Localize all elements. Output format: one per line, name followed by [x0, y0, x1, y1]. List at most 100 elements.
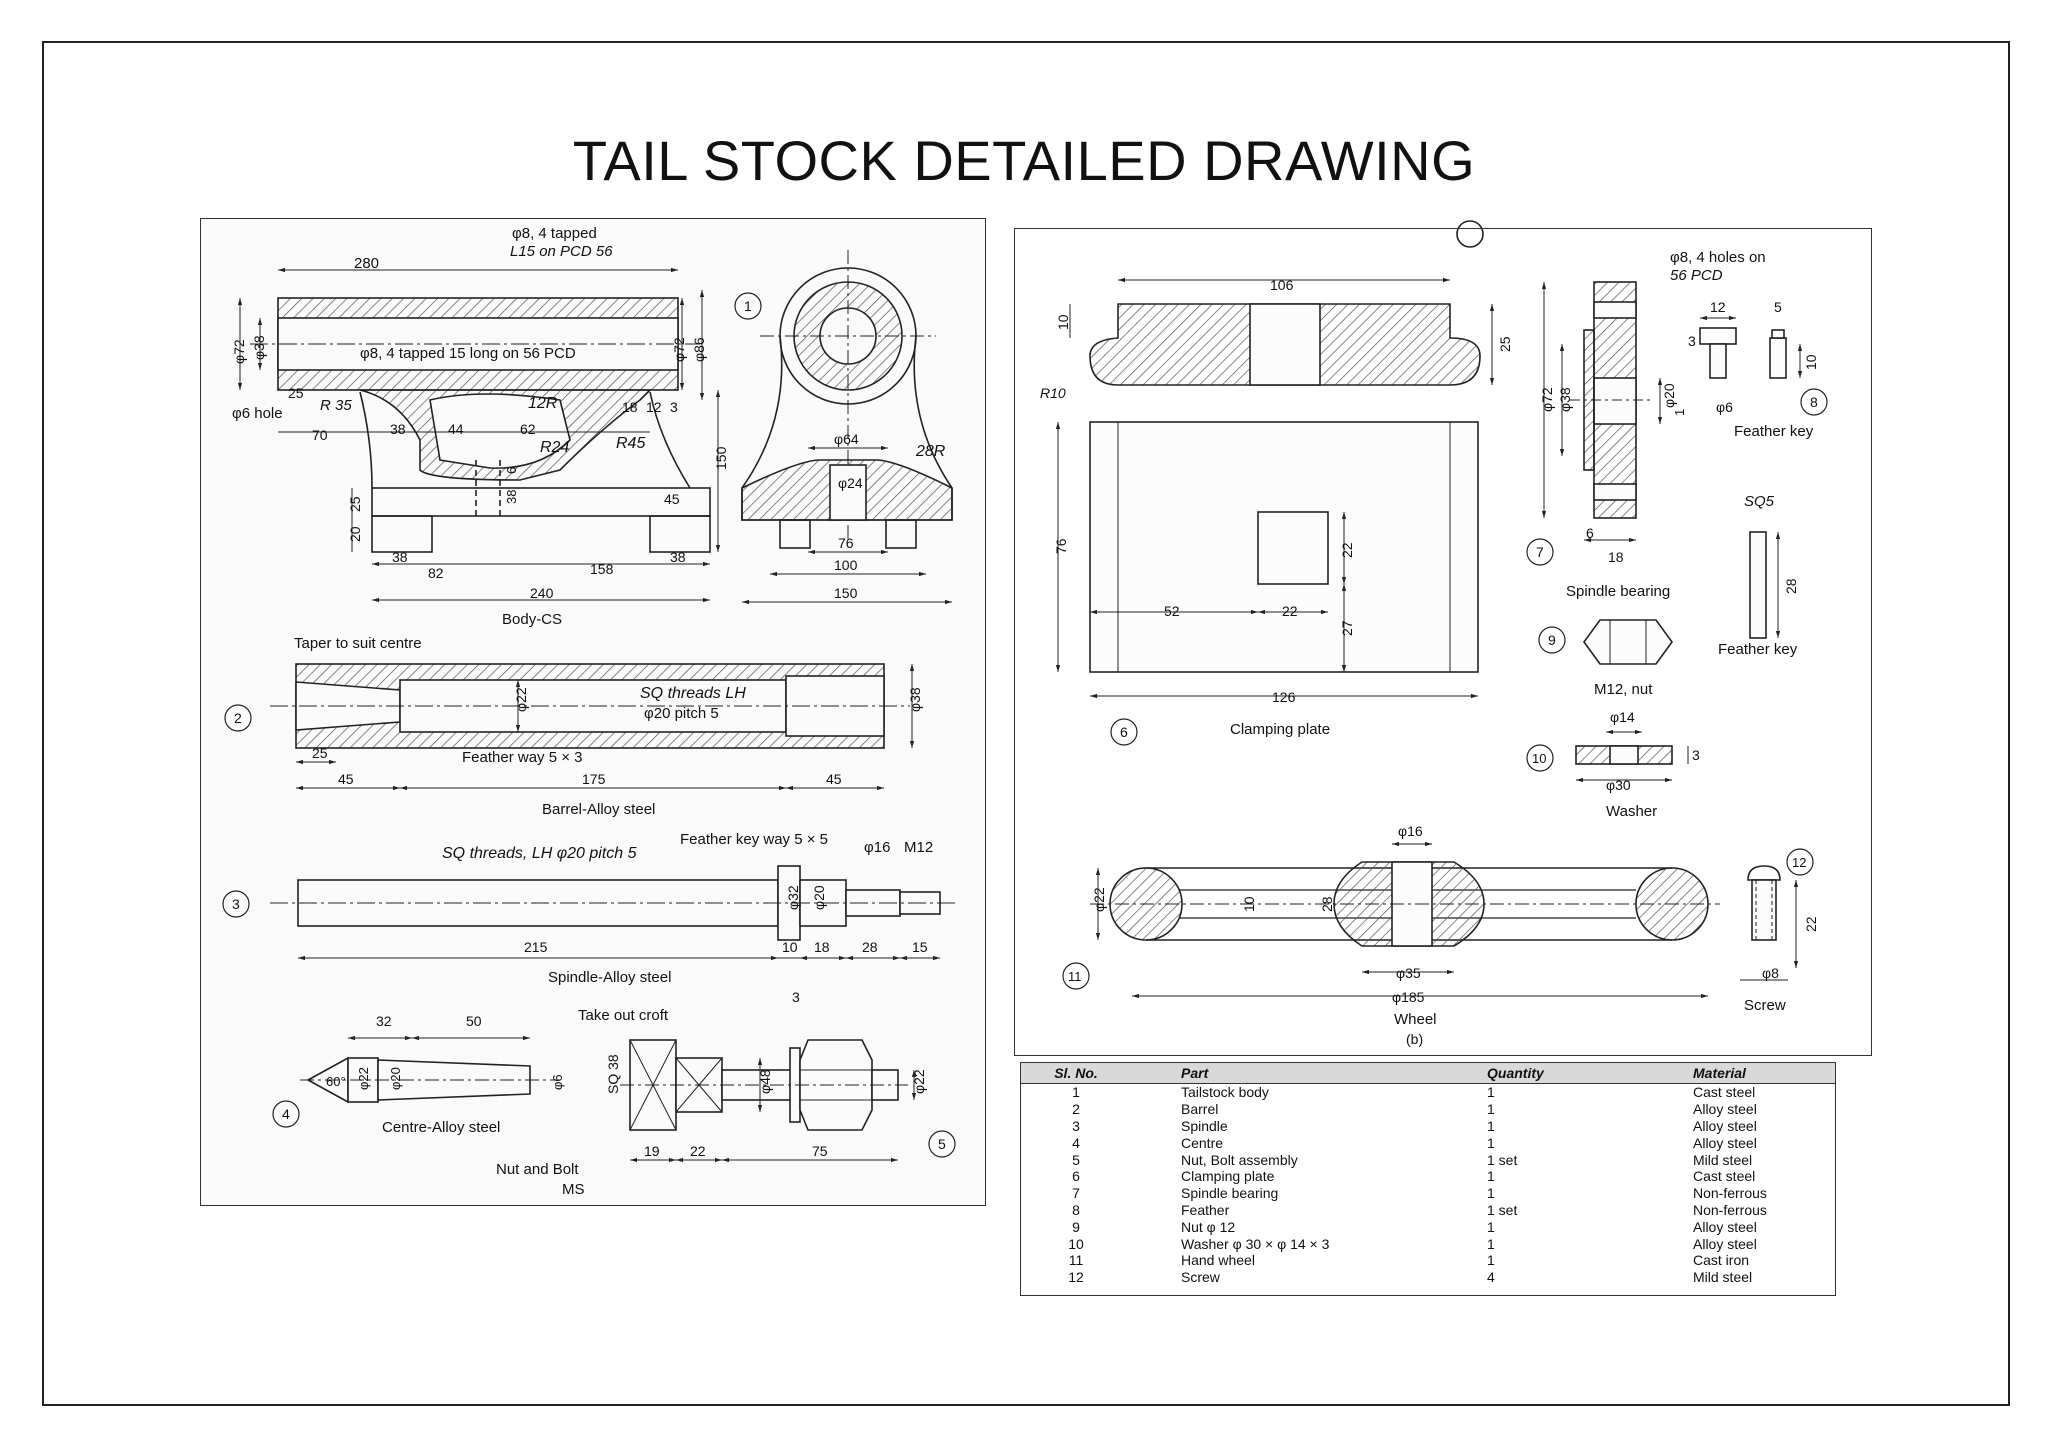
key-dim-28: 28: [1783, 578, 1799, 594]
cell-quantity: 1: [1487, 1101, 1495, 1118]
callout-circle-4: [272, 1100, 300, 1128]
nutbolt-note-croft: Take out croft: [578, 1007, 669, 1024]
callout-number-4: 4: [282, 1106, 290, 1122]
spindle-dim-d32: φ32: [785, 885, 801, 910]
key-caption-2: Feather key: [1718, 641, 1798, 658]
key-dim-10: 10: [1803, 354, 1819, 370]
bearing-note-holes: φ8, 4 holes on: [1670, 249, 1766, 266]
nutbolt-note-nut-bolt: Nut and Bolt: [496, 1161, 579, 1178]
header-quantity: Quantity: [1481, 1063, 1687, 1084]
cell-quantity: 4: [1487, 1269, 1495, 1286]
cell-quantity: 1: [1487, 1117, 1495, 1134]
body-dim-d72: φ72: [231, 339, 247, 364]
body-dim-18: 18: [622, 399, 638, 415]
cell-part: Spindle bearing: [1181, 1185, 1279, 1202]
part-10-washer: [1575, 729, 1689, 783]
cell-material: Non-ferrous: [1693, 1185, 1767, 1202]
cell-sl-no: 1: [1072, 1084, 1080, 1101]
body-dim-62: 62: [520, 421, 536, 437]
centre-caption: Centre-Alloy steel: [382, 1119, 500, 1136]
panel-b-hole-marker: [1456, 220, 1484, 248]
screw-caption: Screw: [1744, 997, 1786, 1014]
cell-part: Washer φ 30 × φ 14 × 3: [1181, 1235, 1330, 1252]
cell-material: Alloy steel: [1693, 1218, 1757, 1235]
cell-material: Mild steel: [1693, 1151, 1753, 1168]
callout-number-3: 3: [232, 896, 240, 912]
nutbolt-dim-d48: φ48: [757, 1069, 773, 1094]
part-5-nut-bolt: [620, 1039, 917, 1163]
cell-quantity: 1: [1487, 1084, 1495, 1101]
drawing-title: TAIL STOCK DETAILED DRAWING: [572, 129, 1476, 192]
barrel-note-pitch: φ20 pitch 5: [644, 705, 719, 722]
part-1-body: [237, 267, 721, 603]
part-4-centre: [300, 1035, 560, 1104]
callout-circle-10: [1526, 744, 1554, 772]
body-dim-20: 20: [347, 526, 363, 542]
plate-dim-52: 52: [1164, 603, 1180, 619]
callout-number-7: 7: [1536, 544, 1544, 560]
washer-dim-d14: φ14: [1610, 709, 1635, 725]
header-sl-no: Sl. No.: [1021, 1063, 1131, 1084]
barrel-caption: Barrel-Alloy steel: [542, 801, 655, 818]
callout-circle-2: [224, 704, 252, 732]
body-dim-d72b: φ72: [671, 337, 687, 362]
cell-part: Spindle: [1181, 1117, 1228, 1134]
cell-material: Mild steel: [1693, 1269, 1753, 1286]
washer-caption: Washer: [1606, 803, 1657, 820]
wheel-dim-d185: φ185: [1392, 989, 1425, 1005]
callout-circle-3: [222, 890, 250, 918]
callout-number-2: 2: [234, 710, 242, 726]
centre-dim-60: 60°: [326, 1074, 346, 1089]
callout-circle-11: [1062, 962, 1090, 990]
spindle-dim-215: 215: [524, 939, 548, 955]
bearing-caption: Spindle bearing: [1566, 583, 1670, 600]
key-dim-sq5: SQ5: [1744, 493, 1775, 510]
cell-sl-no: 12: [1068, 1269, 1084, 1286]
body-dim-240: 240: [530, 585, 554, 601]
body-dim-45: 45: [664, 491, 680, 507]
spindle-dim-18: 18: [814, 939, 830, 955]
body-dim-12: 12: [646, 399, 662, 415]
cell-part: Feather: [1181, 1201, 1230, 1218]
cell-sl-no: 4: [1072, 1134, 1080, 1151]
body-note-28r: 28R: [915, 443, 946, 460]
body-note-12r: 12R: [528, 395, 558, 412]
plate-dim-22: 22: [1339, 542, 1355, 558]
callout-number-10: 10: [1532, 751, 1546, 766]
callout-number-5: 5: [938, 1136, 946, 1152]
wheel-dim-d22: φ22: [1091, 887, 1107, 912]
callout-circle-9: [1538, 626, 1566, 654]
wheel-dim-10: 10: [1241, 896, 1257, 912]
wheel-caption: Wheel: [1394, 1011, 1437, 1028]
cell-material: Non-ferrous: [1693, 1201, 1767, 1218]
plate-dim-10: 10: [1055, 314, 1071, 330]
cell-sl-no: 10: [1068, 1235, 1084, 1252]
barrel-dim-45: 45: [338, 771, 354, 787]
body-dim-38d: 38: [670, 549, 686, 565]
plate-dim-22b: 22: [1282, 603, 1298, 619]
spindle-dim-28: 28: [862, 939, 878, 955]
header-material: Material: [1687, 1063, 1835, 1084]
nutbolt-dim-19: 19: [644, 1143, 660, 1159]
spindle-note-d16: φ16: [864, 839, 890, 856]
barrel-dim-175: 175: [582, 771, 606, 787]
part-12-screw: [1740, 865, 1799, 981]
screw-dim-22: 22: [1803, 916, 1819, 932]
cell-quantity: 1: [1487, 1168, 1495, 1185]
cell-material: Alloy steel: [1693, 1117, 1757, 1134]
nutbolt-dim-d22: φ22: [911, 1069, 927, 1094]
spindle-dim-d20: φ20: [811, 885, 827, 910]
callout-number-11: 11: [1068, 969, 1082, 984]
nutbolt-note-ms: MS: [562, 1181, 585, 1198]
part-7-spindle-bearing: [1541, 281, 1663, 543]
key-caption: Feather key: [1734, 423, 1814, 440]
wheel-dim-d35: φ35: [1396, 965, 1421, 981]
